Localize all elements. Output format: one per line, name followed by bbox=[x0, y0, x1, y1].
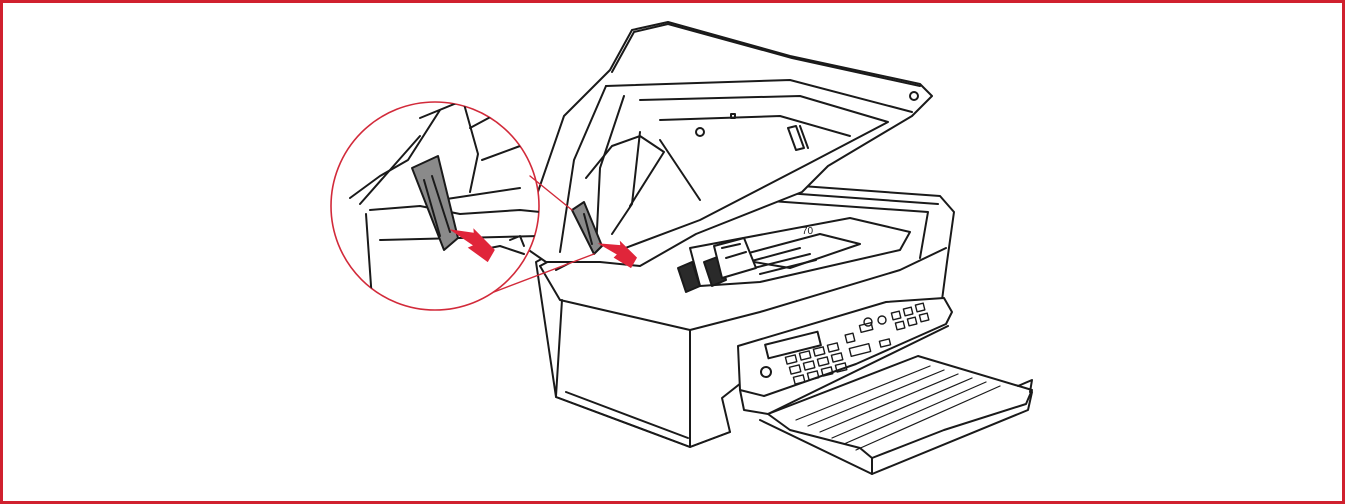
carriage-label: 70 bbox=[802, 226, 814, 237]
power-button-icon[interactable] bbox=[760, 366, 772, 378]
lcd-display bbox=[764, 330, 822, 360]
keypad bbox=[784, 302, 930, 385]
cartridge-left bbox=[677, 261, 701, 293]
magnified-latch-callout bbox=[330, 101, 540, 311]
paper-output-tray bbox=[759, 355, 1033, 475]
control-panel bbox=[737, 297, 953, 415]
insert-arrow-icon bbox=[597, 240, 638, 269]
insert-arrow-icon bbox=[449, 228, 495, 263]
scanner-lid bbox=[519, 21, 933, 267]
ink-carriage: 70 bbox=[677, 217, 911, 293]
